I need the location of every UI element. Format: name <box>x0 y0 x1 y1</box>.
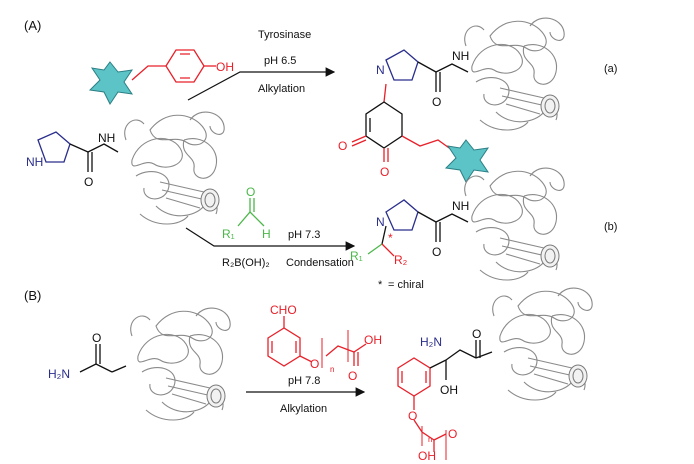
quinone-ring <box>351 83 453 162</box>
proline-product-b <box>367 199 469 257</box>
atom-h-aldehyde: H <box>262 227 271 241</box>
atom-oh-acid-reagent: OH <box>364 333 382 347</box>
arrow-a <box>187 67 336 101</box>
atom-nh-product-a: NH <box>452 49 469 63</box>
atom-o-start: O <box>84 175 93 189</box>
atom-nh-amide-start: NH <box>98 131 115 145</box>
atom-n-product-a: N <box>376 63 385 77</box>
atom-cho-reagent: CHO <box>270 303 297 317</box>
atom-o-product-b: O <box>432 245 441 259</box>
glycine-start <box>79 344 127 373</box>
atom-oh-acid-product: OH <box>418 449 436 463</box>
chiral-star-mark: * <box>388 231 393 245</box>
chiral-star-legend: * <box>378 279 383 291</box>
process-b-label: Condensation <box>286 257 354 269</box>
atom-o-acid-reagent: O <box>348 369 357 383</box>
atom-o-product-a: O <box>432 95 441 109</box>
protein-product-b <box>464 167 565 281</box>
process-c-label: Alkylation <box>280 403 327 415</box>
atom-oh-phenol: OH <box>216 60 234 74</box>
atom-n-subscript-product: n <box>428 435 432 444</box>
aldehyde-reagent <box>237 198 265 227</box>
ph-a-label: pH 6.5 <box>264 55 296 67</box>
atom-o-glycine: O <box>92 331 101 345</box>
atom-o-aldehyde: O <box>246 185 255 199</box>
atom-o-acid-product: O <box>448 427 457 441</box>
atom-n-product-b: N <box>376 215 385 229</box>
atom-o-ketone-product: O <box>472 327 481 341</box>
atom-r2-product: R₂ <box>394 253 408 267</box>
atom-n-subscript-reagent: n <box>330 365 334 374</box>
process-a-label: Alkylation <box>258 83 305 95</box>
atom-o-quinone-1: O <box>338 139 347 153</box>
chiral-note: = chiral <box>388 279 424 291</box>
product-c-structure <box>397 340 493 460</box>
section-a-label: (A) <box>24 18 41 33</box>
benzaldehyde-reagent <box>267 316 367 368</box>
star-tag-reagent <box>88 61 134 105</box>
atom-nh-product-b: NH <box>452 199 469 213</box>
enzyme-label: Tyrosinase <box>258 29 311 41</box>
boronic-label: R₂B(OH)₂ <box>222 257 270 269</box>
atom-oh-product: OH <box>440 383 458 397</box>
protein-start-b <box>130 307 231 421</box>
atom-nh-start: NH <box>26 155 43 169</box>
atom-h2n-start: H₂N <box>48 367 70 381</box>
protein-start-a <box>124 111 225 225</box>
atom-h2n-product: H₂N <box>420 335 442 349</box>
atom-o-ether-product: O <box>408 409 417 423</box>
atom-o-quinone-2: O <box>380 165 389 179</box>
phenol-reagent <box>131 49 216 83</box>
proline-product-a <box>385 49 469 92</box>
ph-b-label: pH 7.3 <box>288 229 320 241</box>
atom-o-ether-reagent: O <box>310 357 319 371</box>
protein-product-c <box>492 287 593 401</box>
ph-c-label: pH 7.8 <box>288 375 320 387</box>
arrow-b <box>185 227 356 251</box>
star-tag-product <box>444 139 490 183</box>
protein-product-a <box>464 17 565 131</box>
proline-start <box>37 131 119 172</box>
reaction-a-label: (a) <box>604 63 617 75</box>
atom-r1-product: R₁ <box>350 249 363 263</box>
reaction-b-label: (b) <box>604 221 617 233</box>
section-b-label: (B) <box>24 288 41 303</box>
atom-r1-aldehyde: R₁ <box>222 227 235 241</box>
